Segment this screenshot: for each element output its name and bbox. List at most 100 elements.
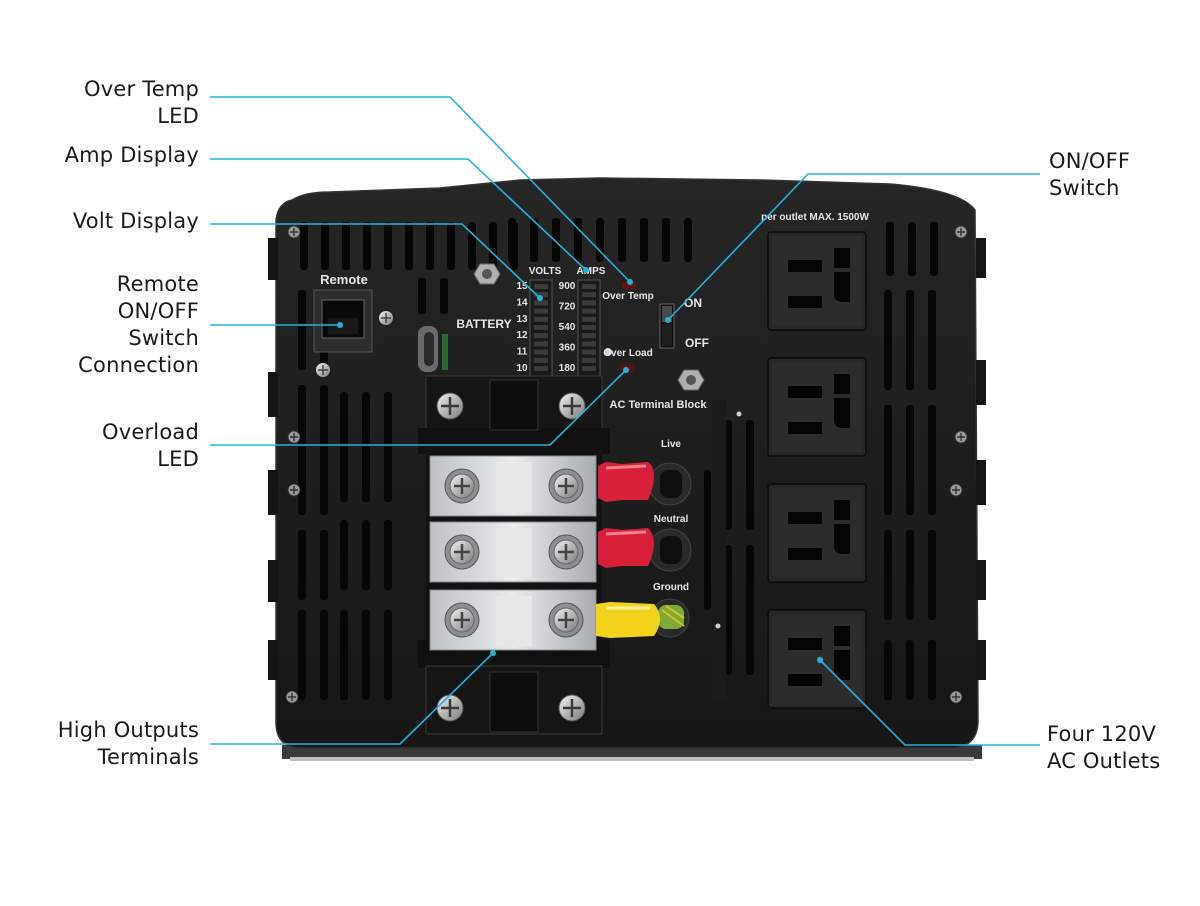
vent-slot	[930, 222, 938, 276]
vent-slot	[384, 520, 392, 590]
amp-led-segment	[582, 357, 596, 363]
vent-slot	[405, 222, 413, 270]
vent-slot	[320, 530, 328, 600]
vent-slot	[340, 392, 348, 502]
remote-screw-right	[379, 311, 393, 325]
leader-over-temp	[210, 96, 631, 283]
block-screw	[436, 694, 464, 722]
chassis-screw	[287, 483, 301, 497]
vent-slot	[362, 610, 370, 700]
vent-slot	[320, 385, 328, 515]
over-load-dot	[604, 348, 612, 356]
block-screw	[558, 392, 586, 420]
vent-slot	[298, 385, 306, 515]
remote-label: Remote	[320, 272, 368, 287]
amp-tick-label: 180	[559, 363, 576, 374]
vent-slot	[321, 222, 329, 270]
ac-outlet	[767, 357, 867, 457]
vent-slot	[886, 222, 894, 276]
ac-outlet	[767, 609, 867, 709]
chassis-screw	[949, 690, 963, 704]
vent-slot	[552, 218, 560, 262]
vent-slot	[596, 218, 604, 262]
chassis-screw	[287, 225, 301, 239]
leader-overload	[210, 369, 627, 446]
amp-led-segment	[582, 341, 596, 347]
volts-header: VOLTS	[529, 266, 562, 277]
volt-led-segment	[534, 292, 548, 298]
leader-volt-display	[210, 223, 541, 299]
chassis-screw	[954, 225, 968, 239]
amp-tick-label: 900	[559, 281, 576, 292]
vent-slot	[440, 278, 448, 314]
side-rivet-1	[736, 411, 742, 417]
leader-ac-outlets	[819, 659, 1040, 746]
volt-led-segment	[534, 300, 548, 306]
ac-terminal-block	[418, 375, 610, 735]
amp-led-segment	[582, 300, 596, 306]
vent-slot	[530, 218, 538, 262]
vent-slot	[884, 290, 892, 390]
callout-overload-led: Overload LED	[102, 420, 199, 471]
vent-slot	[298, 290, 306, 370]
vent-slot	[906, 640, 914, 700]
terminal-row	[429, 521, 597, 583]
vent-slot	[684, 218, 692, 262]
vent-slot	[884, 530, 892, 620]
switch-on-label: ON	[684, 296, 702, 310]
live-label: Live	[661, 439, 681, 450]
amp-display	[577, 279, 601, 377]
vent-slot	[574, 218, 582, 262]
vent-slot	[342, 222, 350, 270]
vent-slot	[418, 278, 426, 314]
vent-slot	[884, 640, 892, 700]
vent-slot	[746, 545, 754, 675]
vent-slot	[508, 218, 516, 262]
vent-slot	[928, 405, 936, 515]
chassis	[275, 177, 979, 749]
amp-led-segment	[582, 333, 596, 339]
terminal-row	[429, 455, 597, 517]
battery-label: BATTERY	[456, 317, 511, 331]
volt-led-bars	[534, 284, 548, 371]
volt-tick-label: 11	[517, 347, 528, 358]
live-connector	[598, 462, 654, 502]
hex-stud-right	[677, 369, 705, 391]
vent-slot	[426, 222, 434, 270]
vent-slot	[340, 520, 348, 590]
ground-label: Ground	[653, 582, 689, 593]
outlet-rating-label: per outlet MAX. 1500W	[761, 212, 869, 223]
power-switch[interactable]	[659, 303, 675, 349]
remote-screw-bottom	[316, 363, 330, 377]
vent-slot	[362, 520, 370, 590]
ac-outlets	[767, 231, 867, 709]
volt-tick-label: 10	[516, 363, 528, 374]
volt-led-segment	[534, 325, 548, 330]
vent-slot	[320, 610, 328, 700]
chassis-screw	[287, 430, 301, 444]
volt-led-segment	[534, 333, 548, 339]
over-temp-label: Over Temp	[602, 291, 654, 302]
vent-slot	[298, 610, 306, 700]
volt-led-segment	[534, 308, 548, 314]
volt-led-segment	[534, 357, 548, 363]
terminal-row	[429, 589, 597, 651]
callout-ac-outlets: Four 120V AC Outlets	[1047, 722, 1161, 773]
amps-header: AMPS	[577, 266, 606, 277]
callout-over-temp-led: Over Temp LED	[84, 77, 199, 128]
vent-slot	[906, 405, 914, 515]
vent-slot	[363, 222, 371, 270]
amp-led-segment	[582, 349, 596, 355]
vent-slot	[906, 290, 914, 390]
neutral-connector	[598, 528, 654, 568]
vent-slot	[618, 218, 626, 262]
vent-slot	[384, 392, 392, 502]
vent-slot	[468, 222, 476, 270]
vent-slot	[704, 470, 711, 610]
amp-led-segment	[582, 366, 596, 371]
vent-slot	[300, 222, 308, 270]
vent-slot	[362, 392, 370, 502]
volt-led-segment	[534, 349, 548, 355]
vent-slot	[640, 218, 648, 262]
